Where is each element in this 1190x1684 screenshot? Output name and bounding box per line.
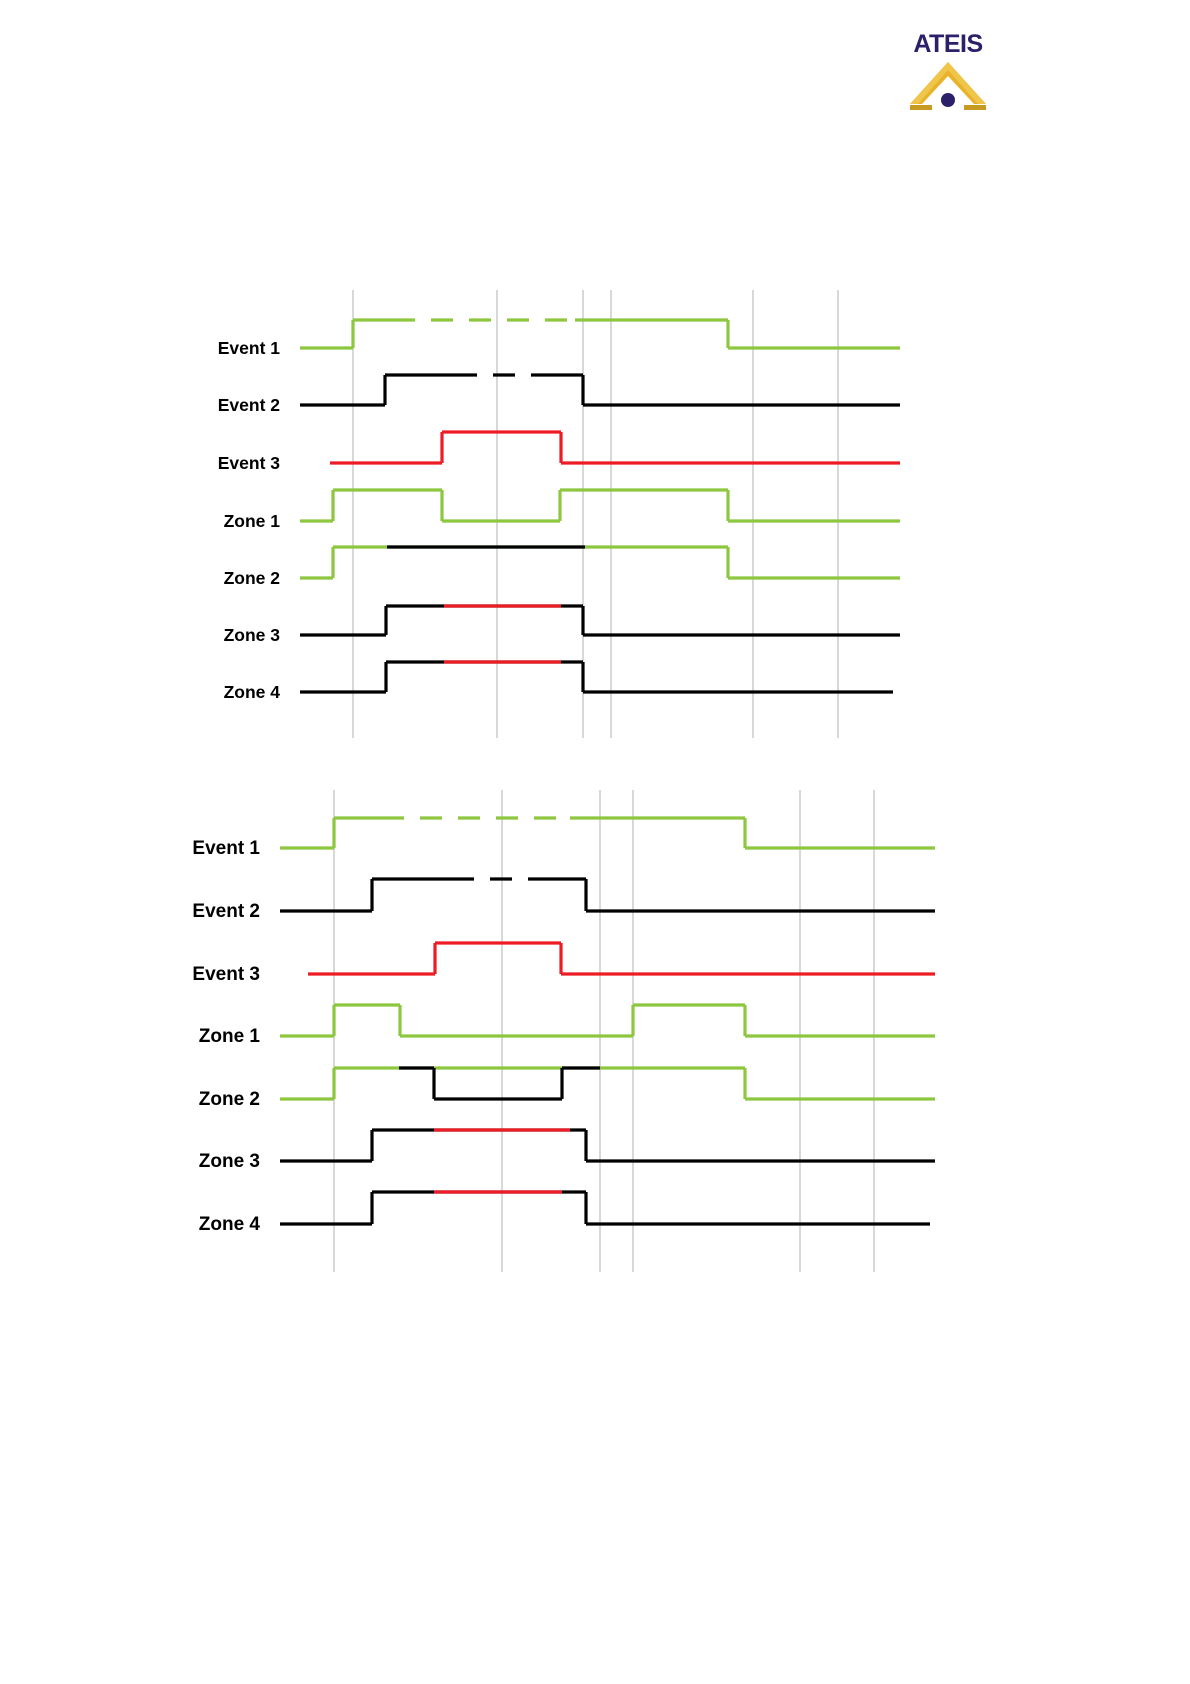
ateis-wordmark: ATEIS bbox=[913, 30, 983, 58]
waveform-row-event-2: Event 2 bbox=[192, 877, 935, 922]
waveform-row-event-1: Event 1 bbox=[218, 318, 900, 358]
timing-diagram-2: Event 1 Event 2 Event 3 Zone 1 Zone 2 Zone 3 Z… bbox=[192, 790, 935, 1272]
row-label-zone-1: Zone 1 bbox=[224, 511, 281, 531]
waveform-row-zone-2: Zone 2 bbox=[224, 545, 900, 588]
row-label-zone-2: Zone 2 bbox=[199, 1089, 260, 1110]
row-label-event-1: Event 1 bbox=[218, 338, 281, 358]
row-label-event-2: Event 2 bbox=[192, 901, 260, 922]
waveform-row-event-3: Event 3 bbox=[218, 430, 900, 473]
waveform-row-zone-1: Zone 1 bbox=[199, 1003, 935, 1047]
waveform-row-zone-4: Zone 4 bbox=[224, 660, 893, 702]
row-label-zone-2: Zone 2 bbox=[224, 568, 281, 588]
row-label-event-2: Event 2 bbox=[218, 395, 281, 415]
waveform-row-event-3: Event 3 bbox=[192, 941, 935, 985]
row-label-event-3: Event 3 bbox=[192, 964, 260, 985]
ateis-chevron-icon bbox=[908, 60, 988, 117]
row-label-zone-1: Zone 1 bbox=[199, 1026, 261, 1047]
waveform-row-zone-3: Zone 3 bbox=[224, 604, 900, 645]
waveform-row-event-1: Event 1 bbox=[192, 816, 935, 859]
ateis-logo: ATEIS bbox=[898, 32, 998, 112]
waveform-row-event-2: Event 2 bbox=[218, 373, 900, 415]
waveform-row-zone-1: Zone 1 bbox=[224, 488, 900, 531]
waveform-row-zone-2: Zone 2 bbox=[199, 1066, 935, 1110]
ateis-chevron-svg bbox=[910, 62, 986, 110]
row-label-zone-3: Zone 3 bbox=[224, 625, 281, 645]
timing-diagram-1: Event 1 Event 2 Event 3 Zone 1 Zone 2 Zone 3 Z… bbox=[218, 290, 900, 738]
row-label-event-3: Event 3 bbox=[218, 453, 281, 473]
row-label-zone-3: Zone 3 bbox=[199, 1151, 260, 1172]
row-label-event-1: Event 1 bbox=[192, 838, 260, 859]
waveform-row-zone-3: Zone 3 bbox=[199, 1128, 935, 1172]
row-label-zone-4: Zone 4 bbox=[199, 1214, 261, 1235]
row-label-zone-4: Zone 4 bbox=[224, 682, 281, 702]
waveform-row-zone-4: Zone 4 bbox=[199, 1190, 930, 1235]
